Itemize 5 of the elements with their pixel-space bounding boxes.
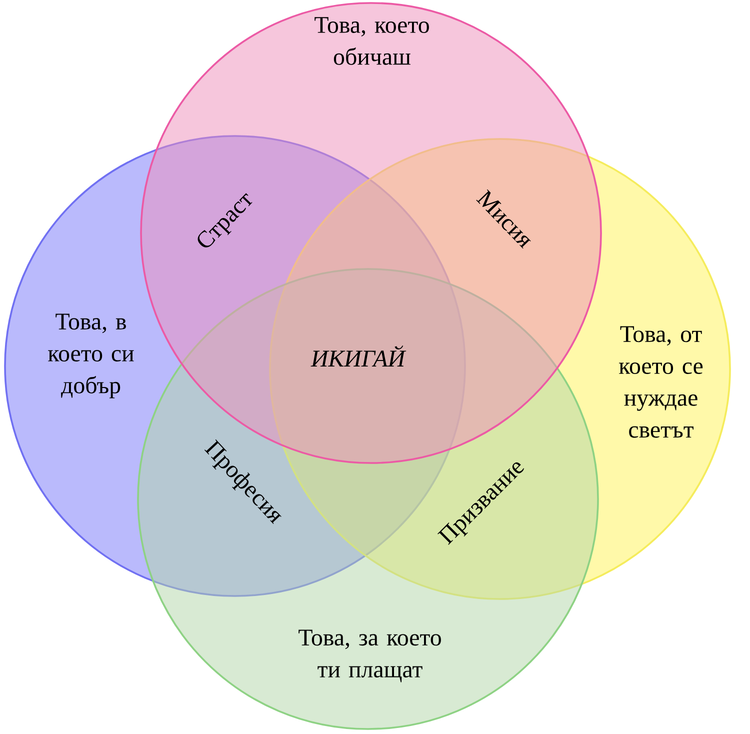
category-text: Това, което обичаш [314,17,429,65]
center-label: ИКИГАЙ [310,346,406,366]
category-text: Това, за което ти плащат [298,630,441,682]
category-text: Това, в което си добър [48,314,134,398]
category-text: Това, от което се нуждае светът [619,326,703,438]
